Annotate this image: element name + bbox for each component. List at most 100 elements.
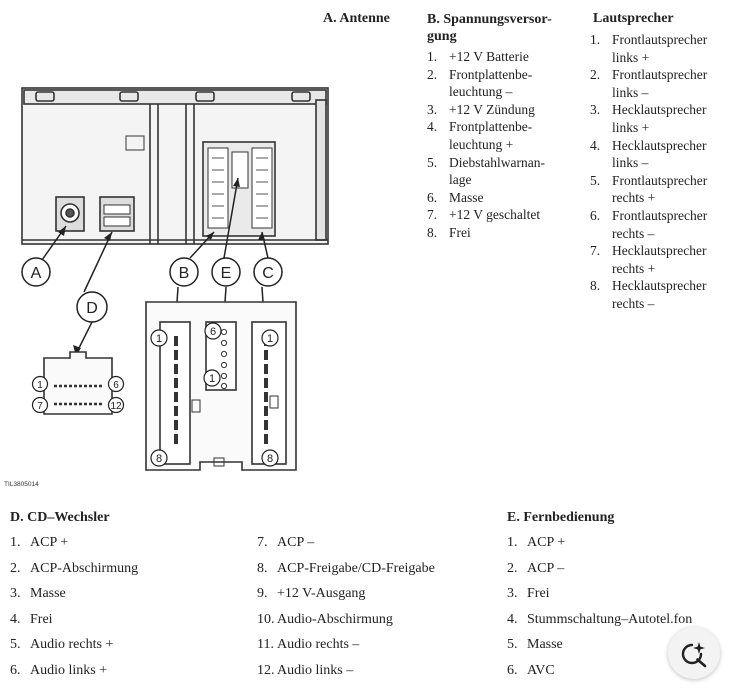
remote-title: E. Fernbedienung bbox=[507, 510, 615, 525]
speaker-pin-number: 6. bbox=[590, 207, 601, 223]
power-pin-8: 8.Frei bbox=[427, 224, 587, 242]
callout-d-circle bbox=[76, 291, 108, 323]
cd-pin-number: 4. bbox=[10, 611, 21, 627]
callout-d-label: D bbox=[86, 300, 98, 317]
cd-pin-4: 4. Frei bbox=[10, 612, 53, 628]
speaker-pin-text: Hecklautsprecher links – bbox=[612, 137, 707, 171]
ai-search-button[interactable] bbox=[668, 627, 720, 679]
power-pin-1: 1. +12 V Batterie bbox=[427, 48, 587, 66]
speaker-pin-number: 7. bbox=[590, 243, 601, 259]
remote-pin-text: ACP + bbox=[527, 535, 566, 550]
remote-pin-number: 4. bbox=[507, 611, 518, 627]
remote-pin-5: 5. Masse bbox=[507, 637, 563, 653]
cd-pin-text: ACP – bbox=[277, 535, 315, 550]
cd-pin-number: 1. bbox=[10, 535, 21, 550]
cd-pin-text: ACP + bbox=[30, 535, 69, 550]
cd-pin-text: Frei bbox=[30, 611, 53, 627]
power-pin-5: 5. Diebstahlwarnan- lage bbox=[427, 154, 587, 189]
power-pin-6: 6.Masse bbox=[427, 189, 587, 207]
cd-pin-number: 12. bbox=[257, 662, 275, 678]
cd-pin-text: ACP-Freigabe/CD-Freigabe bbox=[277, 560, 435, 576]
power-pin-text: Frontplattenbe- leuchtung + bbox=[449, 119, 533, 152]
pin-label-d-tl: 1 bbox=[37, 380, 43, 391]
remote-pin-text: Masse bbox=[527, 637, 563, 652]
speakers-title: Lautsprecher bbox=[593, 11, 674, 26]
cd-pin-2: 2. ACP-Abschirmung bbox=[10, 561, 138, 577]
power-pin-text: Masse bbox=[449, 189, 484, 205]
remote-pin-text: ACP – bbox=[527, 560, 565, 576]
cd-pin-number: 8. bbox=[257, 560, 268, 576]
speaker-pin-text: Frontlautsprecher links + bbox=[612, 32, 708, 65]
remote-pin-1: 1.ACP + bbox=[507, 535, 565, 551]
power-pin-2: 2.Frontplattenbe- leuchtung – bbox=[427, 66, 587, 101]
power-pin-number: 1. bbox=[427, 49, 438, 64]
power-title: B. Spannungsversor- gung bbox=[427, 12, 552, 44]
radio-unit bbox=[21, 87, 329, 245]
speaker-pin-text: Hecklautsprecher rechts + bbox=[612, 243, 707, 276]
pin-label-b-last: 8 bbox=[156, 453, 162, 465]
pin-label-e-last: 1 bbox=[209, 373, 215, 385]
cd-pin-1: 1. ACP + bbox=[10, 535, 68, 551]
speaker-pin-8: 8.Hecklautsprecher rechts – bbox=[590, 277, 740, 312]
pin-label-d-tr: 6 bbox=[113, 380, 119, 391]
remote-pin-text: Frei bbox=[527, 586, 550, 601]
remote-pin-2: 2. ACP – bbox=[507, 561, 564, 577]
pin-label-d-br: 12 bbox=[110, 401, 122, 412]
power-pin-list: 1. +12 V Batterie 2.Frontplattenbe- leucht… bbox=[427, 48, 587, 242]
remote-pin-4: 4.Stummschaltung–Autotel.fon bbox=[507, 612, 692, 628]
cd-pin-text: ACP-Abschirmung bbox=[30, 560, 139, 576]
callout-e-circle bbox=[211, 257, 241, 287]
cd-pin-text: Masse bbox=[30, 586, 66, 601]
antenna-title: A. Antenne bbox=[323, 11, 390, 26]
cd-pin-3: 3. Masse bbox=[10, 586, 66, 602]
remote-pin-number: 3. bbox=[507, 586, 518, 601]
remote-pin-text: AVC bbox=[527, 662, 555, 678]
cd-pin-1: 7. ACP – bbox=[257, 535, 314, 551]
speaker-pin-number: 8. bbox=[590, 278, 601, 294]
cd-pin-number: 2. bbox=[10, 560, 21, 576]
cd-pin-number: 7. bbox=[257, 535, 268, 550]
power-pin-number: 4. bbox=[427, 119, 438, 135]
power-pin-text: +12 V Batterie bbox=[449, 49, 529, 64]
cd-pin-text: Audio links – bbox=[277, 662, 354, 678]
pin-label-c-last: 8 bbox=[267, 453, 273, 465]
pin-label-b-first: 1 bbox=[156, 333, 162, 345]
power-pin-text: +12 V geschaltet bbox=[449, 207, 541, 223]
cd-pin-text: Audio-Abschirmung bbox=[277, 611, 393, 627]
speaker-pin-text: Frontlautsprecher links – bbox=[612, 67, 708, 100]
callout-b-label: B bbox=[179, 265, 190, 282]
power-pin-text: Diebstahlwarnan- lage bbox=[449, 154, 545, 188]
cd-pin-number: 3. bbox=[10, 586, 21, 601]
pin-label-e-first: 6 bbox=[210, 326, 216, 338]
callout-b-circle bbox=[169, 257, 199, 287]
cd-pin-number: 11. bbox=[257, 637, 274, 652]
cd-pin-number: 6. bbox=[10, 662, 21, 678]
speaker-pin-2: 2.Frontlautsprecher links – bbox=[590, 66, 740, 101]
callout-a-label: A bbox=[31, 265, 42, 282]
callout-c-circle bbox=[253, 257, 283, 287]
speaker-pin-number: 1. bbox=[590, 32, 601, 47]
connector-pin-rows bbox=[212, 157, 268, 219]
remote-pin-number: 5. bbox=[507, 637, 518, 652]
power-pin-text: Frontplattenbe- leuchtung – bbox=[449, 66, 533, 100]
cd-pin-text: Audio links + bbox=[30, 662, 108, 678]
power-pin-text: Frei bbox=[449, 224, 471, 240]
remote-pin-3: 3. Frei bbox=[507, 586, 550, 602]
wiring-diagram: A B E C D 1 8 1 8 6 1 bbox=[21, 87, 329, 471]
cd-pin-text: Audio rechts – bbox=[277, 637, 360, 652]
remote-pin-number: 2. bbox=[507, 560, 518, 576]
cd-pin-number: 9. bbox=[257, 586, 268, 601]
power-pin-number: 5. bbox=[427, 154, 438, 170]
speaker-pin-7: 7. Hecklautsprecher rechts + bbox=[590, 242, 740, 277]
cd-pin-5: 5.Audio rechts + bbox=[10, 637, 113, 653]
callout-a-circle bbox=[21, 257, 51, 287]
speaker-pin-text: Frontlautsprecher rechts – bbox=[612, 207, 708, 241]
cd-pin-text: +12 V-Ausgang bbox=[277, 586, 366, 601]
speaker-pin-5: 5.Frontlautsprecher rechts + bbox=[590, 172, 740, 207]
pin-label-d-bl: 7 bbox=[37, 401, 43, 412]
speaker-pin-1: 1. Frontlautsprecher links + bbox=[590, 31, 740, 66]
remote-pin-number: 6. bbox=[507, 662, 518, 678]
figure-code: TIL3805014 bbox=[4, 481, 39, 488]
power-pin-text: +12 V Zündung bbox=[449, 101, 535, 117]
speaker-pin-text: Frontlautsprecher rechts + bbox=[612, 172, 708, 206]
